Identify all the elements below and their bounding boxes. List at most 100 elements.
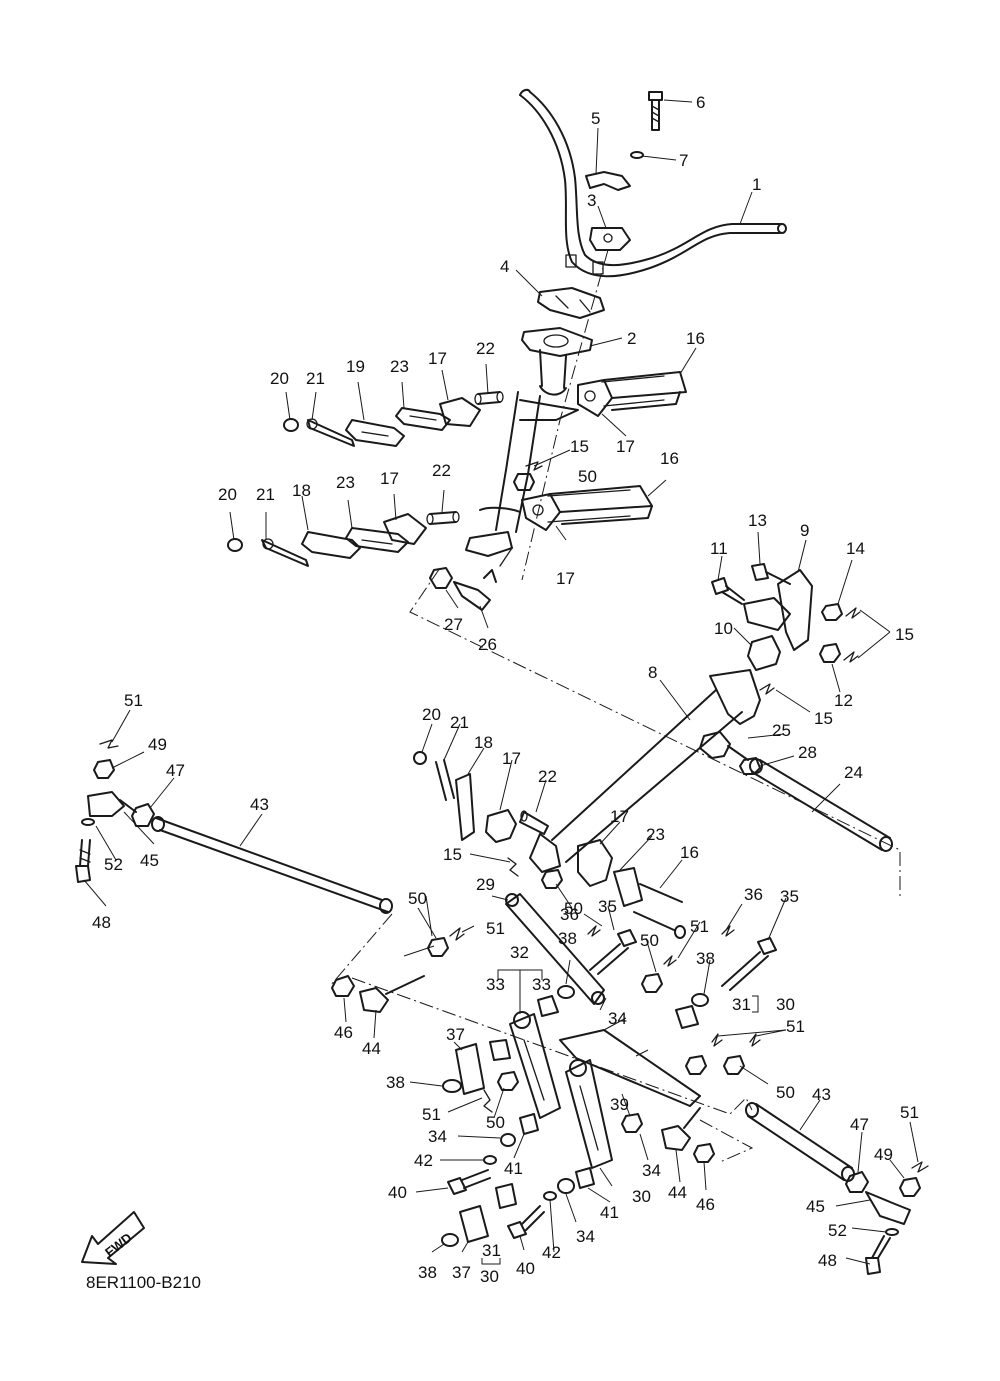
ball-joint-45-right <box>865 1191 911 1225</box>
collar-31 <box>495 1005 699 1209</box>
pivot-bracket-17-lower <box>577 839 686 939</box>
nut-12 <box>819 643 841 663</box>
nut-34 <box>500 1113 643 1194</box>
cotter-pin-36 <box>587 925 735 937</box>
callout-17-middle: 17 <box>502 749 521 768</box>
steering-column <box>465 327 593 567</box>
callout-48-right: 48 <box>818 1251 837 1270</box>
callout-23-row1: 23 <box>390 357 409 376</box>
nut-28 <box>739 757 761 775</box>
nut-14 <box>821 603 843 621</box>
bracket-lower-right <box>521 485 653 531</box>
callout-15-shaft: 15 <box>814 709 833 728</box>
bolt-40 <box>447 1169 545 1239</box>
nut-47-left <box>131 803 155 827</box>
callout-46-right: 46 <box>696 1195 715 1214</box>
steering-shaft-8 <box>529 669 761 873</box>
callout-43-right: 43 <box>812 1085 831 1104</box>
callout-37-mid: 37 <box>446 1025 465 1044</box>
callout-37-bottom: 37 <box>452 1263 471 1282</box>
callout-20-row2: 20 <box>218 485 237 504</box>
callout-44-right: 44 <box>668 1183 687 1202</box>
bracket-9 <box>743 569 813 651</box>
callout-39: 39 <box>610 1095 629 1114</box>
callout-41-left: 41 <box>504 1159 523 1178</box>
callout-43-left: 43 <box>250 795 269 814</box>
callout-23-row2: 23 <box>336 473 355 492</box>
callout-51-right: 51 <box>786 1017 805 1036</box>
callout-42-left: 42 <box>414 1151 433 1170</box>
callout-47-left: 47 <box>166 761 185 780</box>
callout-40-bottom: 40 <box>516 1259 535 1278</box>
callout-51-left: 51 <box>124 691 143 710</box>
nut-27 <box>429 567 453 589</box>
cotter-pin-15-upper <box>525 461 543 471</box>
callout-33-right: 33 <box>532 975 551 994</box>
tie-rod-24 <box>749 758 893 852</box>
callout-34-bottom: 34 <box>576 1227 595 1246</box>
callout-labels: 1 2 3 4 5 6 7 8 9 10 11 12 13 14 15 15 1… <box>83 93 919 1286</box>
callout-6: 6 <box>696 93 705 112</box>
handlebar-holder-upper <box>589 227 631 251</box>
callout-25: 25 <box>772 721 791 740</box>
callout-20-row1: 20 <box>270 369 289 388</box>
washer-38 <box>441 985 709 1247</box>
callout-50-center: 50 <box>640 931 659 950</box>
callout-28: 28 <box>798 743 817 762</box>
callout-50-upper: 50 <box>578 467 597 486</box>
callout-15-upper: 15 <box>570 437 589 456</box>
bolt-48-left <box>75 839 91 883</box>
callout-31-bottom: 31 <box>482 1241 501 1260</box>
bolt-35 <box>589 929 777 991</box>
collars-33 <box>489 995 559 1061</box>
nut-49-left <box>93 759 115 779</box>
callout-22-middle: 22 <box>538 767 557 786</box>
callout-30-right: 30 <box>776 995 795 1014</box>
callout-50-lower: 50 <box>486 1113 505 1132</box>
callout-52-right: 52 <box>828 1221 847 1240</box>
ball-joint-44 <box>359 975 701 1151</box>
callout-33-left: 33 <box>486 975 505 994</box>
callout-44-left: 44 <box>362 1039 381 1058</box>
callout-48-left: 48 <box>92 913 111 932</box>
callout-50-left: 50 <box>408 889 427 908</box>
callout-50-middle: 50 <box>564 899 583 918</box>
callout-8: 8 <box>648 663 657 682</box>
callout-16-lower: 16 <box>660 449 679 468</box>
callout-18-row2: 18 <box>292 481 311 500</box>
callout-51-far-right: 51 <box>900 1103 919 1122</box>
callout-34-nut: 34 <box>642 1161 661 1180</box>
tie-rod-43-right <box>745 1102 855 1182</box>
bushing-10 <box>747 635 781 671</box>
callout-10: 10 <box>714 619 733 638</box>
callout-41-right: 41 <box>600 1203 619 1222</box>
callout-20-middle: 20 <box>422 705 441 724</box>
collar-41 <box>519 1113 595 1189</box>
callout-49-right: 49 <box>874 1145 893 1164</box>
callout-17-row2: 17 <box>380 469 399 488</box>
callout-22-row1: 22 <box>476 339 495 358</box>
callout-7: 7 <box>679 151 688 170</box>
callout-17-lower-right: 17 <box>556 569 575 588</box>
callout-35-right: 35 <box>780 887 799 906</box>
nut-49-right <box>899 1177 921 1197</box>
callout-31-right: 31 <box>732 995 751 1014</box>
callout-13: 13 <box>748 511 767 530</box>
cotter-pin-51-lower <box>449 927 761 1113</box>
callout-3: 3 <box>587 191 596 210</box>
bracket-upper-right <box>577 371 687 417</box>
callout-49-left: 49 <box>148 735 167 754</box>
tie-link-lower <box>227 511 460 567</box>
callout-27: 27 <box>444 615 463 634</box>
callout-34-link: 34 <box>608 1009 627 1028</box>
cotter-pin-15-mid <box>507 857 519 877</box>
callout-26: 26 <box>478 635 497 654</box>
callout-17-upper-right: 17 <box>616 437 635 456</box>
cotter-pin-51-right <box>911 1161 929 1173</box>
callout-17-lower: 17 <box>610 807 629 826</box>
washer-52-left <box>81 818 95 826</box>
callout-38-bottom: 38 <box>418 1263 437 1282</box>
callout-45-right: 45 <box>806 1197 825 1216</box>
arm-32 <box>509 1011 561 1119</box>
